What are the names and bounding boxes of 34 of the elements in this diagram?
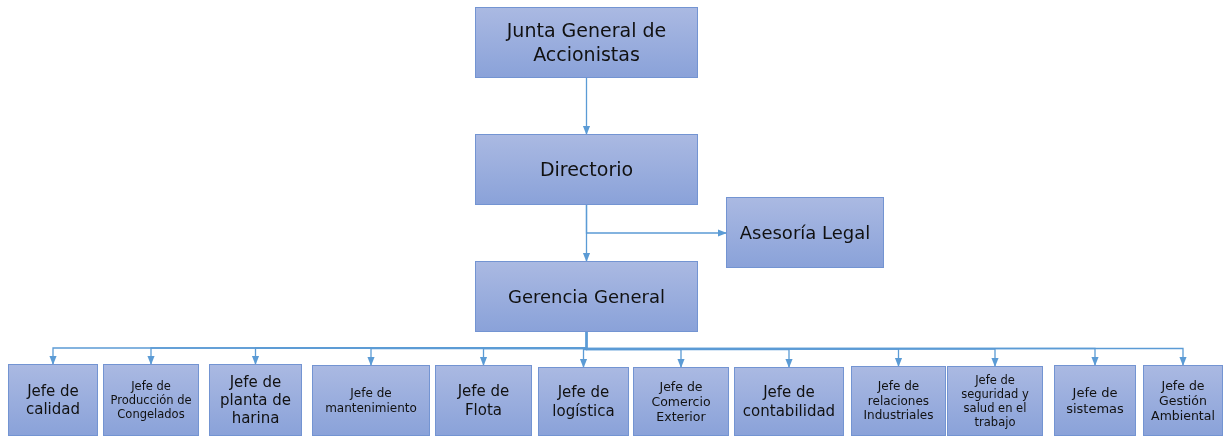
- box-label: Jefe de seguridad y salud en el trabajo: [960, 372, 1030, 430]
- org-box: [475, 7, 698, 78]
- org-box: [209, 364, 302, 436]
- org-box: [947, 366, 1043, 436]
- box-label: Directorio: [539, 157, 634, 182]
- org-box: [851, 366, 946, 436]
- org-box: [1054, 365, 1136, 436]
- box-label: Jefe de Producción de Congelados: [109, 378, 193, 421]
- org-box: [475, 134, 698, 205]
- box-label: Jefe de mantenimiento: [324, 385, 418, 416]
- box-label: Jefe de calidad: [25, 381, 81, 419]
- org-box: [435, 365, 532, 436]
- org-box: [475, 261, 698, 332]
- box-label: Asesoría Legal: [739, 221, 871, 244]
- box-label: Jefe de Flota: [456, 382, 511, 419]
- org-box: [1143, 365, 1223, 436]
- org-box: [312, 365, 430, 436]
- connector-arrow: [582, 204, 591, 262]
- box-label: Jefe de Gestión Ambiental: [1150, 377, 1216, 424]
- org-box: [734, 367, 844, 436]
- org-box: [8, 364, 98, 436]
- box-label: Gerencia General: [507, 285, 666, 308]
- org-box: [726, 197, 884, 268]
- box-label: Jefe de logística: [551, 383, 616, 420]
- org-box: [103, 364, 199, 436]
- box-label: Jefe de planta de harina: [219, 372, 292, 428]
- box-label: Junta General de Accionistas: [504, 19, 668, 66]
- box-label: Jefe de contabilidad: [741, 383, 837, 420]
- org-box: [538, 367, 629, 436]
- box-label: Jefe de Comercio Exterior: [650, 378, 712, 425]
- org-box: [633, 367, 729, 436]
- box-label: Jefe de sistemas: [1065, 384, 1125, 417]
- box-label: Jefe de relaciones Industriales: [862, 379, 935, 423]
- connector-arrow: [582, 77, 591, 135]
